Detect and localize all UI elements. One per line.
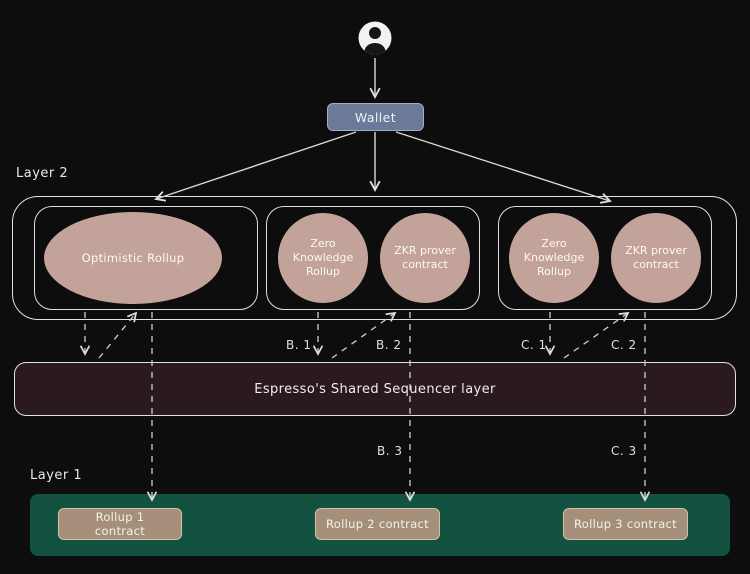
layer2-title: Layer 2 (16, 166, 69, 181)
rollup3-contract-node: Rollup 3 contract (563, 508, 688, 540)
zk-rollup-group-b (266, 206, 480, 310)
arrow-wallet-to-zk-c (395, 131, 612, 204)
sequencer-layer-node: Espresso's Shared Sequencer layer (14, 362, 736, 416)
zkr-prover-node-c: ZKR prover contract (611, 213, 701, 303)
wallet-label: Wallet (354, 109, 397, 125)
edge-label-c1: C. 1 (521, 338, 547, 352)
edge-label-b2: B. 2 (376, 338, 402, 352)
rollup1-contract-node: Rollup 1 contract (58, 508, 182, 540)
wallet-node: Wallet (327, 103, 424, 131)
sequencer-label: Espresso's Shared Sequencer layer (254, 381, 496, 397)
zkr-prover-label-b: ZKR prover contract (394, 243, 456, 271)
zkr-prover-node-b: ZKR prover contract (380, 213, 470, 303)
edge-label-b1: B. 1 (286, 338, 312, 352)
arrow-wallet-to-optimistic (154, 131, 357, 202)
optimistic-rollup-node: Optimistic Rollup (44, 212, 222, 304)
zk-rollup-group-c (498, 206, 712, 310)
edge-label-b3: B. 3 (377, 444, 403, 458)
zk-rollup-label-b: Zero Knowledge Rollup (292, 236, 354, 279)
zkr-prover-label-c: ZKR prover contract (625, 243, 687, 271)
zk-rollup-label-c: Zero Knowledge Rollup (523, 236, 585, 279)
optimistic-rollup-group (34, 206, 258, 310)
rollup2-contract-node: Rollup 2 contract (315, 508, 440, 540)
edge-label-c3: C. 3 (611, 444, 637, 458)
optimistic-rollup-label: Optimistic Rollup (81, 250, 185, 265)
user-icon (358, 21, 392, 55)
zk-rollup-node-b: Zero Knowledge Rollup (278, 213, 368, 303)
edge-label-c2: C. 2 (611, 338, 637, 352)
zk-rollup-node-c: Zero Knowledge Rollup (509, 213, 599, 303)
layer1-title: Layer 1 (30, 468, 83, 483)
